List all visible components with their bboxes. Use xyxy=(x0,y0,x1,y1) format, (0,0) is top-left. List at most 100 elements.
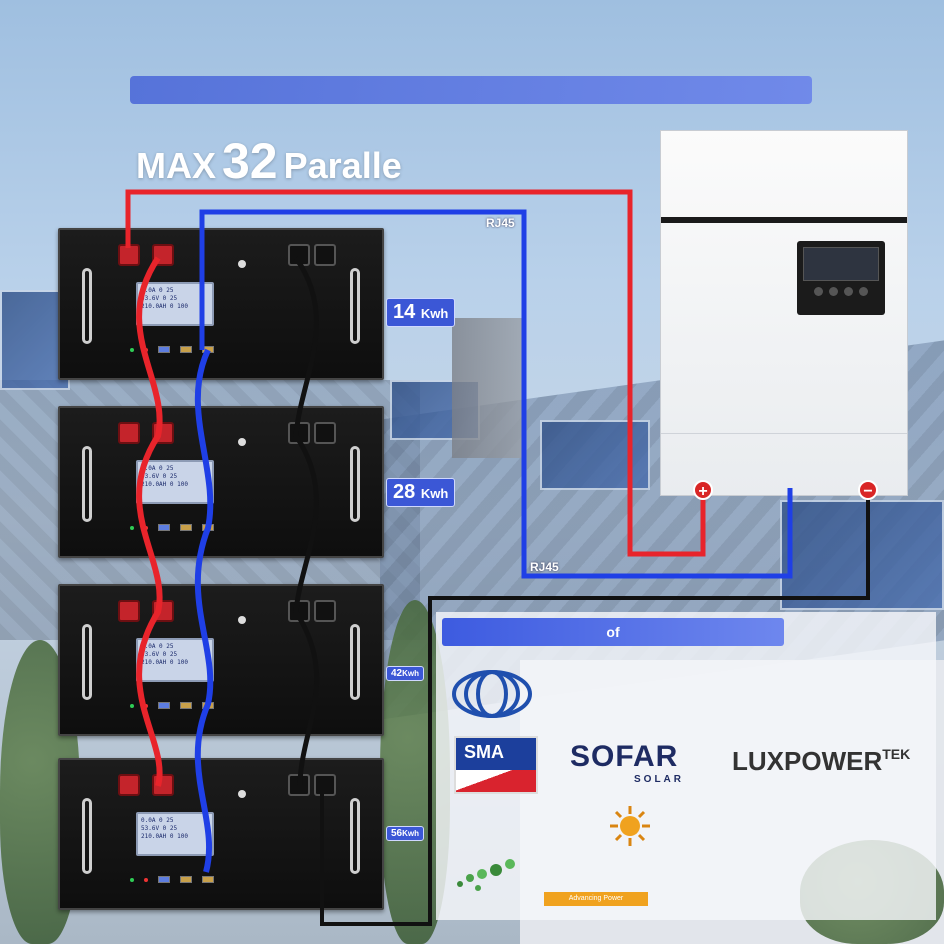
solar-panel xyxy=(780,500,944,610)
screen-line: 0.0A 0 25 xyxy=(141,817,174,824)
battery-handle xyxy=(350,624,360,700)
capacity-unit: Kwh xyxy=(402,669,420,678)
battery-handle xyxy=(82,268,92,344)
green-dots-logo-icon xyxy=(457,859,515,891)
negative-main-cable xyxy=(320,494,870,926)
rj45-port xyxy=(202,876,214,883)
rj45-port xyxy=(158,524,170,531)
battery-screen: 0.0A 0 25 53.6V 0 25 210.0AH 0 100 xyxy=(136,638,214,682)
inverter xyxy=(660,130,908,496)
sma-logo: SMA xyxy=(454,736,538,794)
battery-handle xyxy=(350,268,360,344)
rj45-port xyxy=(180,524,192,531)
capacity-badge-1: 14 Kwh xyxy=(386,298,456,327)
rj45-port xyxy=(180,702,192,709)
battery-handle xyxy=(350,446,360,522)
banner-text: of xyxy=(606,624,620,640)
sofar-subtext: SOLAR xyxy=(634,774,684,785)
capacity-unit: Kwh xyxy=(420,306,449,321)
top-banner xyxy=(130,76,812,104)
screen-line: 210.0AH 0 100 xyxy=(141,659,188,666)
inverter-buttons xyxy=(803,287,879,296)
luxpower-logo: LUXPOWERTEK xyxy=(732,746,910,777)
compatible-brands-panel: of SMA SOFAR SOLAR LUXPOWERTEK Advancing… xyxy=(436,612,936,920)
positive-parallel-cable xyxy=(136,256,163,787)
screen-line: 210.0AH 0 100 xyxy=(141,481,188,488)
communication-parallel-cable xyxy=(194,348,214,873)
positive-terminal xyxy=(118,774,140,796)
sun-logo-icon xyxy=(610,806,650,846)
title-number: 32 xyxy=(222,133,278,189)
luxpower-text: LUXPOWER xyxy=(732,746,883,776)
screen-line: 210.0AH 0 100 xyxy=(141,833,188,840)
rj45-port xyxy=(180,876,192,883)
capacity-badge-4: 56Kwh xyxy=(386,826,425,841)
screen-line: 210.0AH 0 100 xyxy=(141,303,188,310)
negative-terminal xyxy=(314,774,336,796)
battery-handle xyxy=(82,446,92,522)
capacity-badge-2: 28 Kwh xyxy=(386,478,456,507)
screen-line: 0.0A 0 25 xyxy=(141,287,174,294)
power-knob xyxy=(238,438,246,446)
sma-swoosh xyxy=(456,770,536,792)
negative-terminal xyxy=(314,600,336,622)
power-knob xyxy=(238,790,246,798)
positive-terminal xyxy=(118,422,140,444)
screen-line: 0.0A 0 25 xyxy=(141,643,174,650)
rj45-port xyxy=(158,346,170,353)
inverter-seam xyxy=(661,433,907,434)
inverter-lcd xyxy=(803,247,879,281)
inverter-band xyxy=(661,217,907,223)
title-prefix: MAX xyxy=(136,145,216,186)
inverter-button xyxy=(829,287,838,296)
rj45-label-bottom: RJ45 xyxy=(530,560,559,574)
brands-banner: of xyxy=(442,618,784,646)
inverter-display xyxy=(797,241,885,315)
capacity-value: 56 xyxy=(391,828,403,839)
victron-logo-icon xyxy=(452,670,532,718)
status-led xyxy=(130,703,134,708)
inverter-button xyxy=(844,287,853,296)
battery-screen: 0.0A 0 25 53.6V 0 25 210.0AH 0 100 xyxy=(136,812,214,856)
screen-line: 53.6V 0 25 xyxy=(141,473,178,480)
negative-parallel-cable xyxy=(293,256,320,787)
screen-line: 0.0A 0 25 xyxy=(141,465,174,472)
battery-handle xyxy=(82,798,92,874)
chimney xyxy=(452,318,524,458)
capacity-unit: Kwh xyxy=(420,486,449,501)
capacity-badge-3: 42Kwh xyxy=(386,666,425,681)
inverter-button xyxy=(814,287,823,296)
negative-terminal xyxy=(314,244,336,266)
negative-sign: − xyxy=(863,483,873,500)
sma-text: SMA xyxy=(456,738,536,771)
title-suffix: Paralle xyxy=(283,145,402,186)
sofar-logo: SOFAR xyxy=(570,740,679,773)
battery-module-1: 0.0A 0 25 53.6V 0 25 210.0AH 0 100 xyxy=(58,228,384,380)
inverter-negative-terminal: − xyxy=(858,480,878,500)
rj45-port xyxy=(158,702,170,709)
status-led xyxy=(130,877,134,882)
inverter-positive-terminal: + xyxy=(693,480,713,500)
positive-main-cable xyxy=(125,189,706,557)
rj45-port xyxy=(158,876,170,883)
capacity-value: 28 xyxy=(393,481,416,503)
status-led xyxy=(130,347,134,352)
luxpower-tek: TEK xyxy=(882,746,911,762)
battery-module-2: 0.0A 0 25 53.6V 0 25 210.0AH 0 100 xyxy=(58,406,384,558)
screen-line: 53.6V 0 25 xyxy=(141,825,178,832)
capacity-value: 42 xyxy=(391,668,403,679)
rj45-label-top: RJ45 xyxy=(486,216,515,230)
battery-handle xyxy=(82,624,92,700)
status-led xyxy=(144,877,148,882)
advancing-power-logo: Advancing Power xyxy=(544,892,648,906)
power-knob xyxy=(238,260,246,268)
screen-line: 53.6V 0 25 xyxy=(141,295,178,302)
inverter-button xyxy=(859,287,868,296)
communication-cable xyxy=(199,209,793,579)
positive-terminal xyxy=(118,600,140,622)
power-knob xyxy=(238,616,246,624)
battery-handle xyxy=(350,798,360,874)
screen-line: 53.6V 0 25 xyxy=(141,651,178,658)
